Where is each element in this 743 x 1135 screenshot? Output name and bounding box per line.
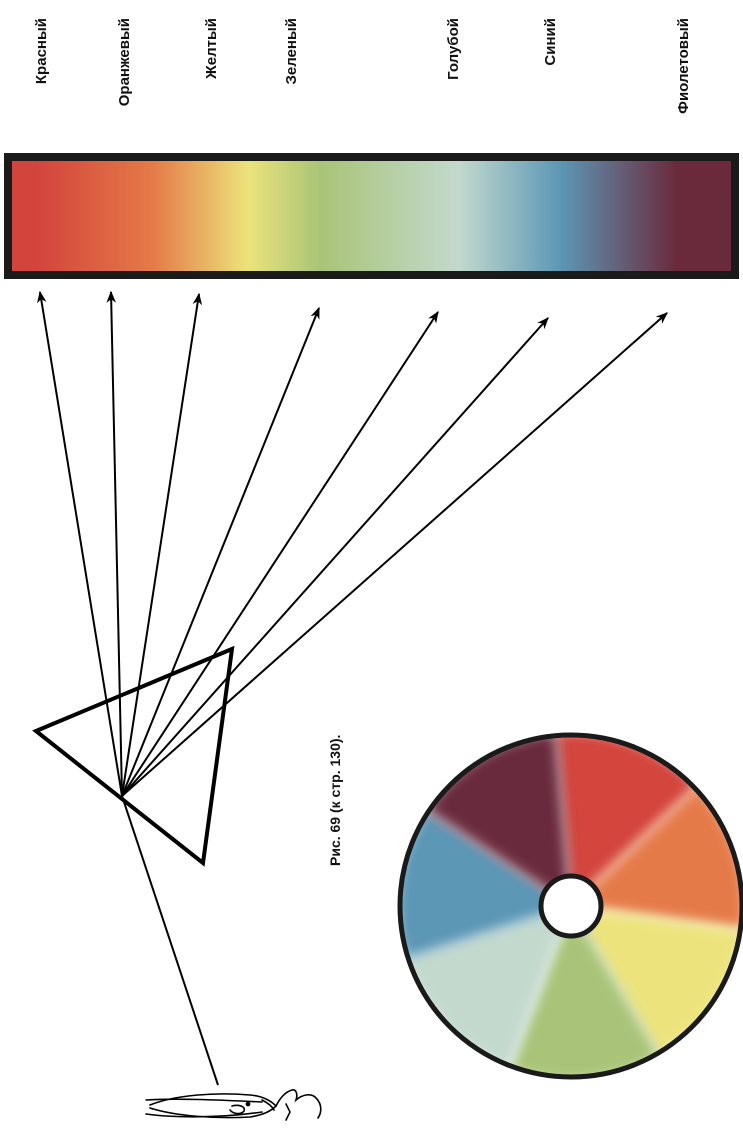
ray-blue (122, 318, 548, 796)
label-red: Красный (33, 18, 50, 84)
ray-yellow (122, 294, 199, 796)
ray-violet (122, 313, 667, 796)
eye-icon (146, 1090, 321, 1120)
ray-cyan (122, 312, 438, 796)
color-labels: Красный Оранжевый Желтый Зеленый Голубой… (33, 18, 692, 114)
color-wheel-hole (541, 876, 601, 936)
spectrum-band (8, 157, 735, 275)
ray-orange (111, 292, 122, 796)
label-yellow: Желтый (203, 18, 220, 80)
label-blue: Синий (542, 18, 559, 66)
label-orange: Оранжевый (116, 18, 133, 106)
spectrum-fill (8, 157, 735, 275)
figure-caption: Рис. 69 (к стр. 130). (327, 735, 343, 866)
label-green: Зеленый (283, 18, 300, 85)
label-cyan: Голубой (445, 18, 462, 80)
ray-red (40, 292, 122, 796)
label-violet: Фиолетовый (675, 18, 692, 114)
color-wheel (396, 731, 743, 1081)
dispersed-rays (40, 292, 667, 796)
